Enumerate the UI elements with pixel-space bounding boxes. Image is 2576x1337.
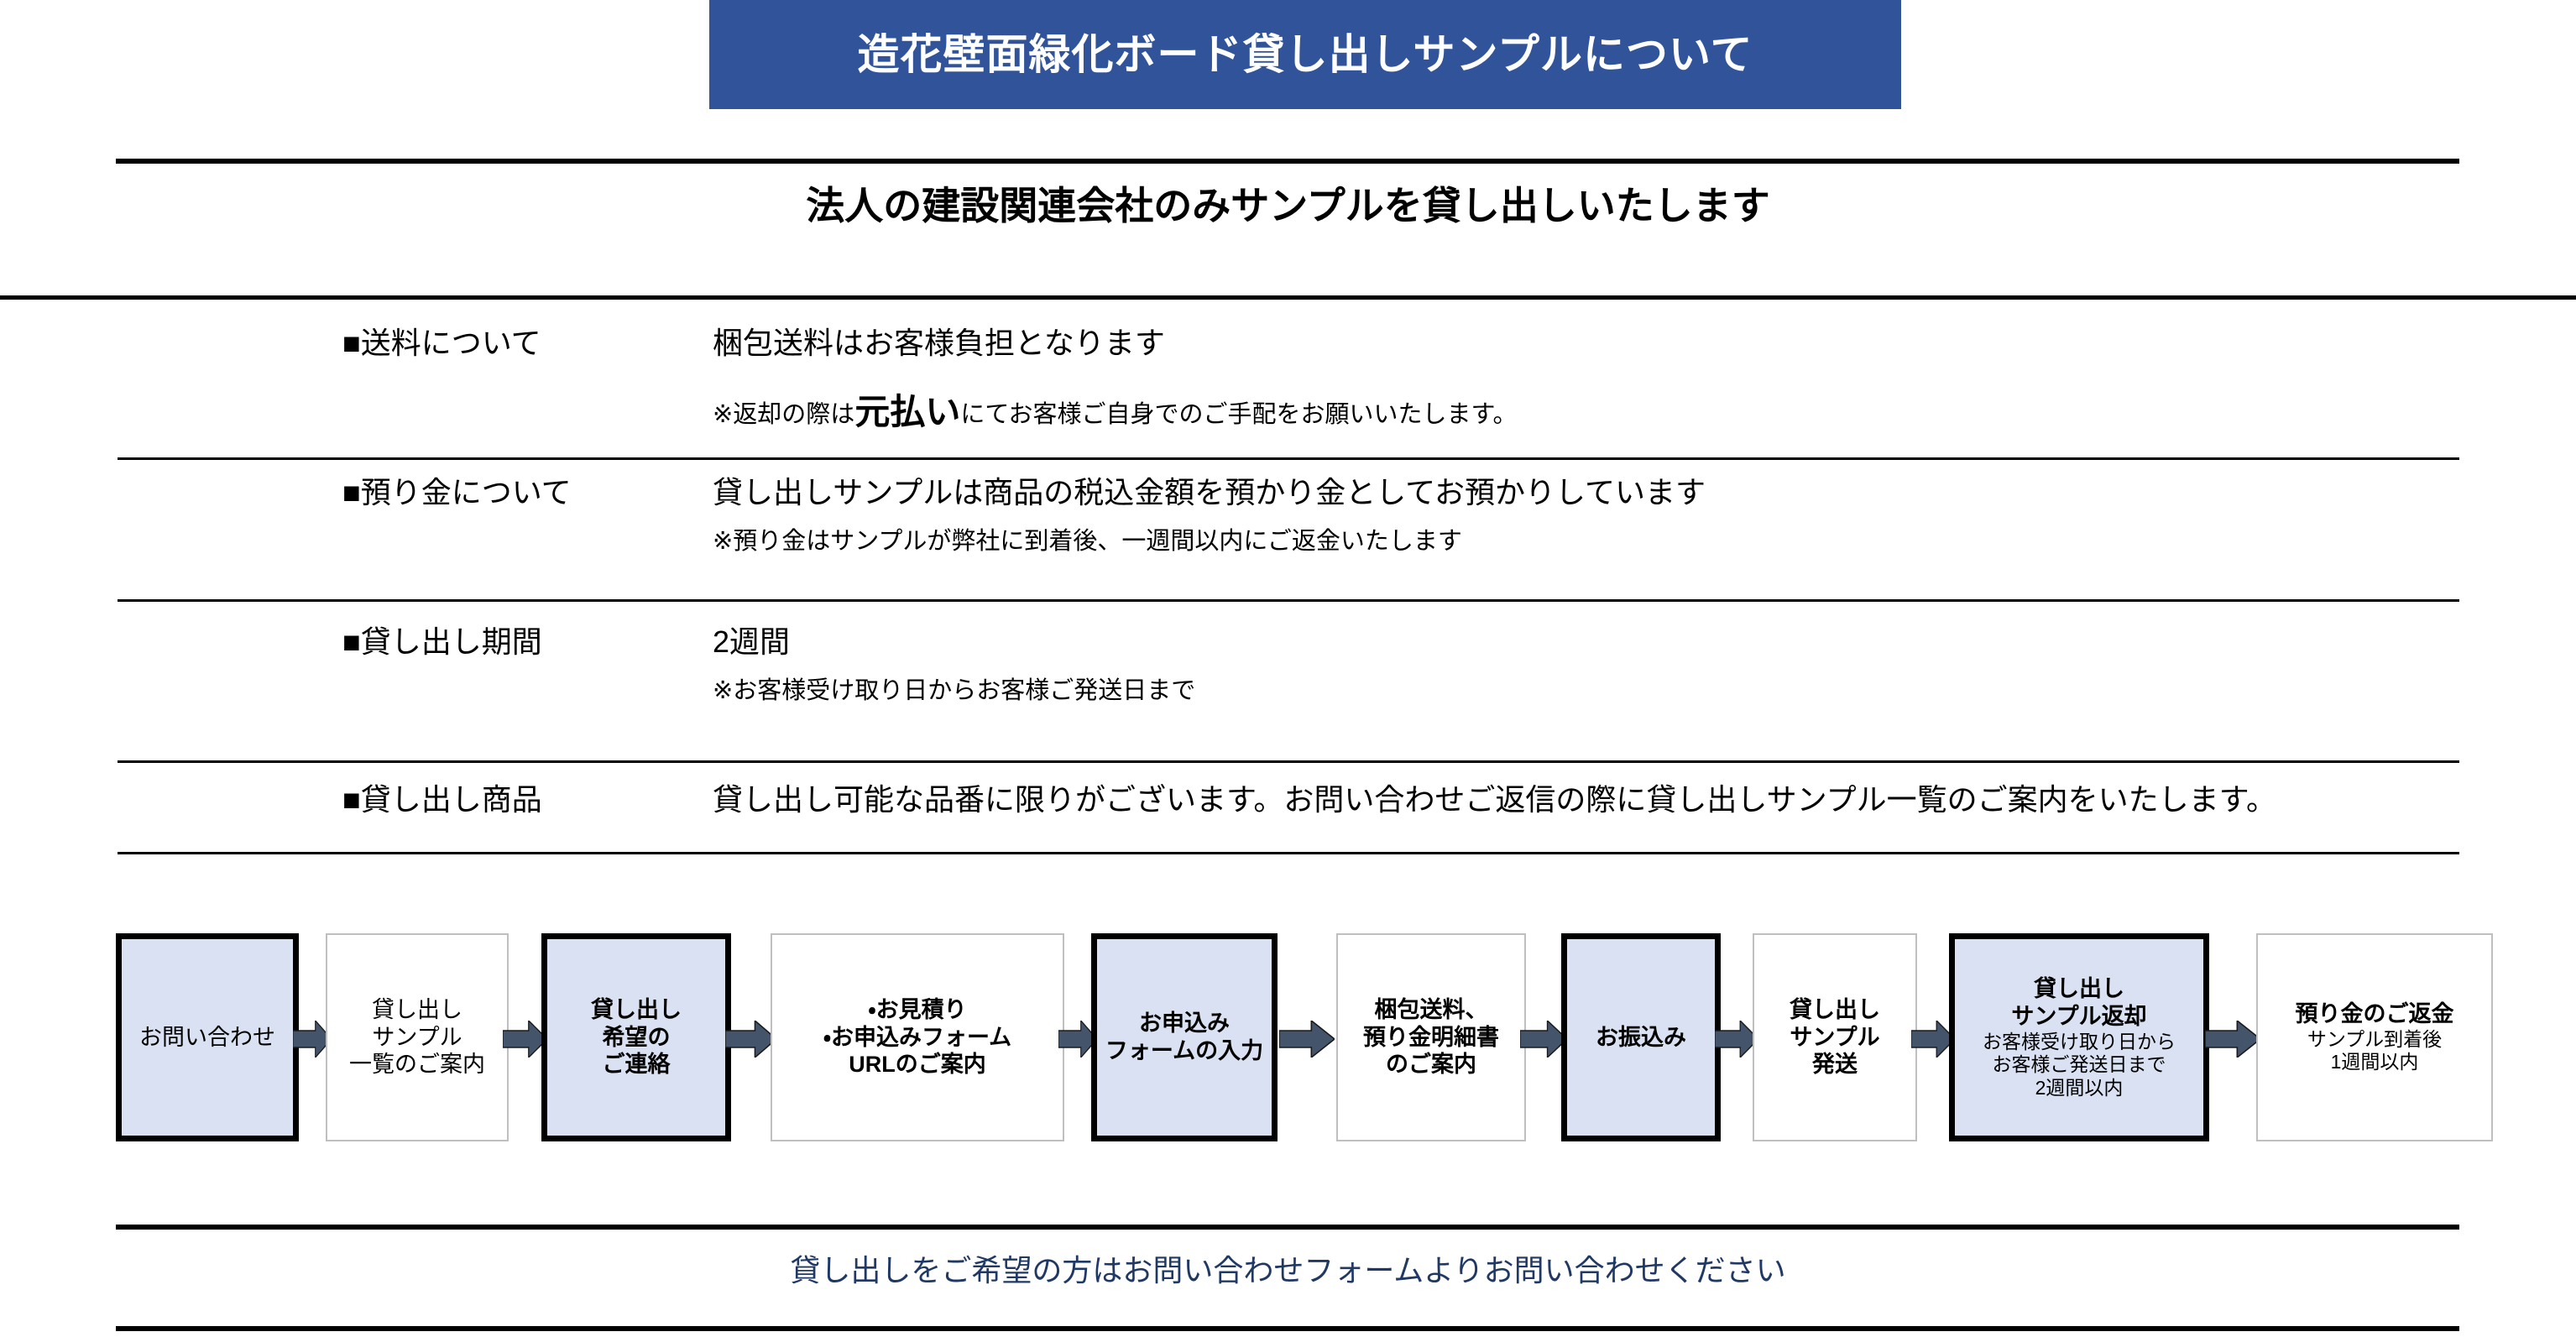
flow-step-9-line-1: 貸し出し [2034,975,2124,1001]
flow-arrow-8 [1911,1021,1955,1058]
flow-step-8-line-3: 発送 [1812,1052,1858,1078]
flow-step-9-line-3: お客様受け取り日から [1983,1030,2176,1052]
flow-step-3-line-3: ご連絡 [602,1052,671,1078]
footer-note: 貸し出しをご希望の方はお問い合わせフォームよりお問い合わせください [790,1253,1786,1287]
note-before: ※返却の際は [713,401,855,429]
divider-row-1 [118,457,2459,460]
flow-step-4-line-1: ・お見積り [868,996,967,1022]
info-main-text: 梱包送料はお客様負担となります [713,326,1165,360]
info-main-text: 貸し出しサンプルは商品の税込金額を預かり金としてお預かりしています [713,475,1706,509]
info-row-products: ■貸し出し商品 貸し出し可能な品番に限りがございます。お問い合わせご返信の際に貸… [342,782,2441,841]
flow-step-6-line-3: のご案内 [1386,1052,1476,1078]
subtitle: 法人の建設関連会社のみサンプルを貸し出しいたします [806,184,1770,227]
info-main-text: 2週間 [713,624,791,659]
info-label: ■貸し出し商品 [342,782,542,817]
flow-step-10-line-3: 1週間以内 [2330,1051,2419,1073]
info-main-text: 貸し出し可能な品番に限りがございます。お問い合わせご返信の際に貸し出しサンプル一… [713,782,2277,817]
flow-arrow-1 [293,1021,332,1058]
flow-step-2: 貸し出しサンプル一覧のご案内 [326,933,509,1141]
note-emphasis: 元払い [854,392,961,432]
flow-step-2-line-2: サンプル [372,1024,462,1050]
flow-arrow-3 [725,1021,776,1058]
flow-step-5: お申込みフォームの入力 [1091,933,1278,1141]
flow-arrow-7 [1715,1021,1758,1058]
flow-step-8: 貸し出しサンプル発送 [1753,933,1917,1141]
divider-row-2 [118,599,2459,602]
info-note-text: ※預り金はサンプルが弊社に到着後、一週間以内にご返金いたします [713,528,1462,556]
info-row-period: ■貸し出し期間 2週間 ※お客様受け取り日からお客様ご発送日まで [342,624,2441,742]
process-flow: お問い合わせ貸し出しサンプル一覧のご案内貸し出し希望のご連絡・お見積り・お申込み… [0,933,2576,1152]
info-body: 貸し出しサンプルは商品の税込金額を預かり金としてお預かりしています ※預り金はサ… [713,475,2442,556]
flow-arrow-9 [2205,1021,2260,1058]
flow-step-8-line-1: 貸し出し [1790,996,1880,1022]
flow-step-2-line-3: 一覧のご案内 [349,1052,485,1078]
flow-step-3-line-2: 希望の [602,1024,671,1050]
flow-step-6-line-2: 預り金明細書 [1363,1024,1499,1050]
flow-step-10-line-2: サンプル到着後 [2307,1027,2443,1050]
flow-step-3: 貸し出し希望のご連絡 [541,933,731,1141]
note-after: にてお客様ご自身でのご手配をお願いいたします。 [960,401,1518,429]
flow-step-7: お振込み [1561,933,1721,1141]
flow-step-6-line-1: 梱包送料、 [1374,996,1488,1022]
divider-bottom [116,1326,2459,1331]
flow-arrow-2 [503,1021,547,1058]
divider-under-subtitle [0,295,2576,300]
info-label: ■送料について [342,326,541,360]
flow-step-2-line-1: 貸し出し [372,996,462,1022]
divider-row-4 [118,852,2459,854]
info-body: 2週間 ※お客様受け取り日からお客様ご発送日まで [713,624,2442,706]
info-label: ■貸し出し期間 [342,624,542,659]
flow-step-10-line-1: 預り金のご返金 [2295,1000,2454,1026]
info-row-shipping: ■送料について 梱包送料はお客様負担となります ※返却の際は元払いにてお客様ご自… [342,326,2441,452]
page-title: 造花壁面緑化ボード貸し出しサンプルについて [857,31,1753,78]
flow-step-9-line-2: サンプル返却 [2011,1003,2147,1029]
flow-arrow-5 [1279,1021,1335,1058]
flow-step-6: 梱包送料、預り金明細書のご案内 [1336,933,1526,1141]
flow-step-9-line-4: お客様ご発送日まで [1992,1053,2166,1076]
flow-step-3-line-1: 貸し出し [591,996,682,1022]
flow-step-5-line-1: お申込み [1139,1011,1230,1037]
divider-above-footer [116,1225,2459,1230]
info-label: ■預り金について [342,475,572,509]
flow-step-5-line-2: フォームの入力 [1105,1038,1264,1063]
flow-step-4-line-3: URLのご案内 [849,1052,986,1078]
flow-arrow-6 [1520,1021,1567,1058]
flow-step-7-line-1: お振込み [1596,1024,1686,1050]
flow-step-8-line-2: サンプル [1790,1024,1880,1050]
flow-step-1: お問い合わせ [116,933,299,1141]
divider-top [116,159,2459,164]
info-note-text: ※お客様受け取り日からお客様ご発送日まで [713,677,1196,705]
info-note-text: ※返却の際は元払いにてお客様ご自身でのご手配をお願いいたします。 [713,392,2442,432]
info-body: 梱包送料はお客様負担となります ※返却の際は元払いにてお客様ご自身でのご手配をお… [713,326,2442,433]
flow-step-9-line-5: 2週間以内 [2035,1076,2124,1099]
title-banner: 造花壁面緑化ボード貸し出しサンプルについて [709,0,1901,109]
divider-row-3 [118,760,2459,763]
flow-step-4-line-2: ・お申込みフォーム [823,1024,1012,1050]
info-body: 貸し出し可能な品番に限りがございます。お問い合わせご返信の際に貸し出しサンプル一… [713,782,2442,817]
flow-arrow-4 [1058,1021,1097,1058]
flow-step-1-line-1: お問い合わせ [139,1024,275,1050]
info-row-deposit: ■預り金について 貸し出しサンプルは商品の税込金額を預かり金としてお預かりしてい… [342,475,2441,593]
